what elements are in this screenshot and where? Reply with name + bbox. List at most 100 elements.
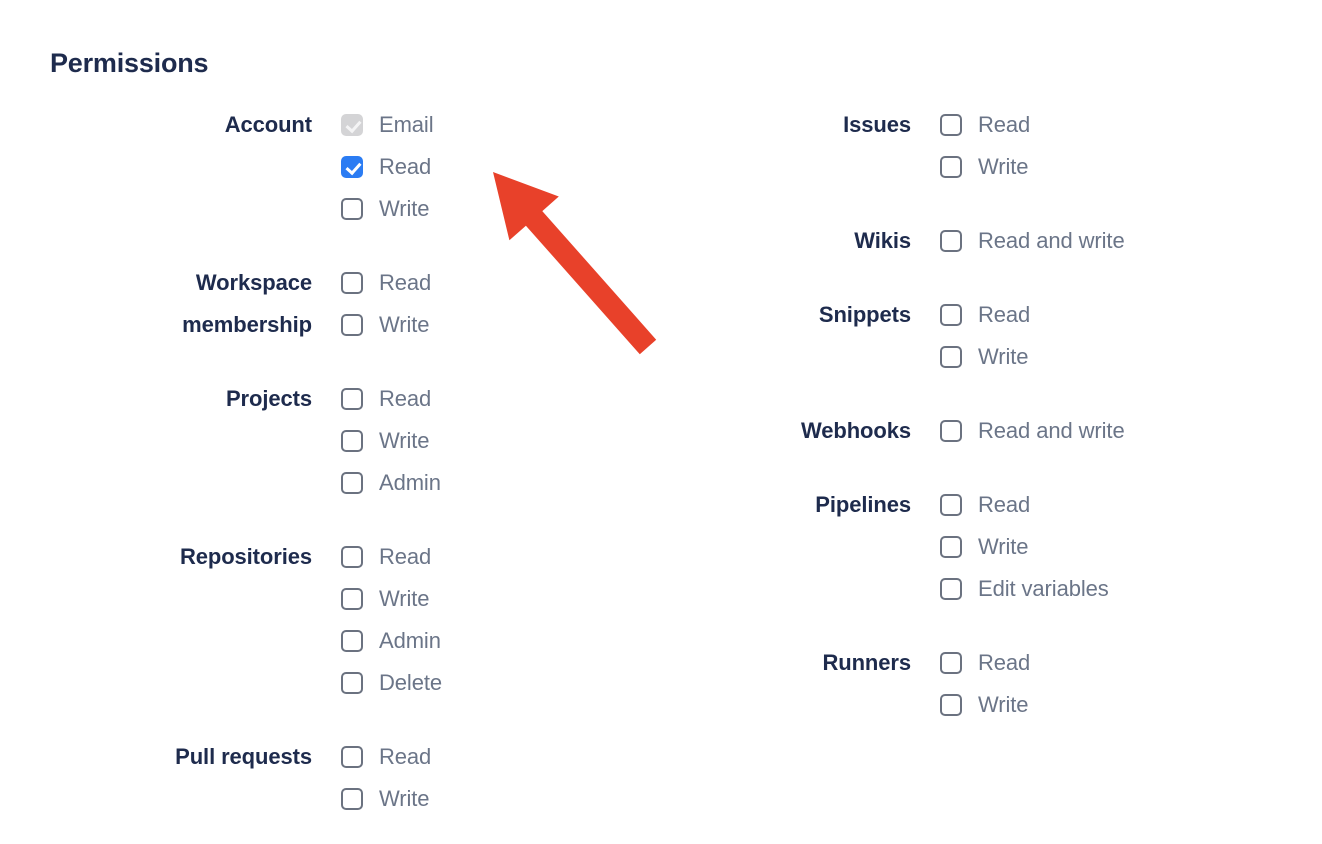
permission-option-runners-read[interactable]: Read [940,642,1320,684]
checkbox-edit-variables[interactable] [940,578,962,600]
permission-group-label: Wikis [854,228,911,253]
checkbox-write[interactable] [940,156,962,178]
checkbox-write[interactable] [940,694,962,716]
permission-option-issues-read[interactable]: Read [940,104,1320,146]
checkbox-admin[interactable] [341,630,363,652]
permission-group-label: Workspace membership [182,270,312,337]
permission-group-label: Pull requests [175,744,312,769]
page-title: Permissions [50,48,209,78]
permission-option-projects-read[interactable]: Read [341,378,660,420]
checkbox-admin[interactable] [341,472,363,494]
checkbox-label: Read [379,154,432,179]
permission-group-label: Runners [822,650,911,675]
permission-option-snippets-read[interactable]: Read [940,294,1320,336]
checkbox-label: Read [379,270,432,295]
checkbox-label: Email [379,112,434,137]
permission-option-repositories-read[interactable]: Read [341,536,660,578]
checkbox-label: Admin [379,628,441,653]
checkbox-read[interactable] [940,652,962,674]
checkbox-write[interactable] [341,588,363,610]
permission-group-wikis: Wikis Read and write [660,220,1320,262]
permission-option-pipelines-read[interactable]: Read [940,484,1320,526]
permission-group-label: Snippets [818,302,911,327]
checkbox-label: Admin [379,470,441,495]
permission-option-pipelines-edit-variables[interactable]: Edit variables [940,568,1320,610]
permission-option-repositories-admin[interactable]: Admin [341,620,660,662]
permission-group-label: Repositories [179,544,312,569]
checkbox-label: Write [379,312,430,337]
checkbox-write[interactable] [341,198,363,220]
checkbox-read[interactable] [341,746,363,768]
checkbox-label: Write [978,344,1029,369]
checkbox-label: Write [978,154,1029,179]
checkbox-label: Read and write [978,418,1125,443]
checkbox-email [341,114,363,136]
permission-option-projects-write[interactable]: Write [341,420,660,462]
checkbox-label: Write [978,692,1029,717]
checkbox-delete[interactable] [341,672,363,694]
permission-option-list: Read and write [940,410,1320,452]
checkbox-label: Read [978,492,1031,517]
permission-option-projects-admin[interactable]: Admin [341,462,660,504]
checkbox-label: Read [379,544,432,569]
checkbox-label: Write [978,534,1029,559]
permission-option-account-email[interactable]: Email [341,104,660,146]
checkbox-label: Read [978,112,1031,137]
permission-option-repositories-write[interactable]: Write [341,578,660,620]
permission-option-list: Read and write [940,220,1320,262]
checkbox-label: Write [379,586,430,611]
checkbox-read-and-write[interactable] [940,230,962,252]
checkbox-read[interactable] [341,272,363,294]
permission-option-repositories-delete[interactable]: Delete [341,662,660,704]
checkbox-write[interactable] [341,788,363,810]
permission-option-runners-write[interactable]: Write [940,684,1320,726]
checkbox-label: Edit variables [978,576,1109,601]
checkbox-label: Write [379,428,430,453]
permission-option-workspace-membership-read[interactable]: Read [341,262,660,304]
checkbox-write[interactable] [940,346,962,368]
checkbox-read[interactable] [341,156,363,178]
permission-option-workspace-membership-write[interactable]: Write [341,304,660,346]
checkbox-label: Write [379,196,430,221]
permission-option-pull-requests-write[interactable]: Write [341,778,660,820]
permission-option-account-write[interactable]: Write [341,188,660,230]
permission-option-issues-write[interactable]: Write [940,146,1320,188]
permission-group-label: Account [224,112,312,137]
checkbox-label: Read [978,302,1031,327]
checkbox-write[interactable] [341,314,363,336]
permission-option-pull-requests-read[interactable]: Read [341,736,660,778]
permission-option-snippets-write[interactable]: Write [940,336,1320,378]
permission-option-webhooks-read-and-write[interactable]: Read and write [940,410,1320,452]
checkbox-read[interactable] [940,304,962,326]
permission-option-account-read[interactable]: Read [341,146,660,188]
checkbox-read[interactable] [341,388,363,410]
checkbox-read[interactable] [940,494,962,516]
checkbox-read-and-write[interactable] [940,420,962,442]
checkbox-write[interactable] [341,430,363,452]
checkbox-label: Read [978,650,1031,675]
permission-group-label: Projects [225,386,312,411]
checkbox-read[interactable] [341,546,363,568]
permission-group-label: Pipelines [815,492,911,517]
permission-option-pipelines-write[interactable]: Write [940,526,1320,568]
checkbox-write[interactable] [940,536,962,558]
permission-group-label: Issues [843,112,911,137]
checkbox-read[interactable] [940,114,962,136]
checkbox-label: Delete [379,670,442,695]
permission-option-wikis-read-and-write[interactable]: Read and write [940,220,1320,262]
